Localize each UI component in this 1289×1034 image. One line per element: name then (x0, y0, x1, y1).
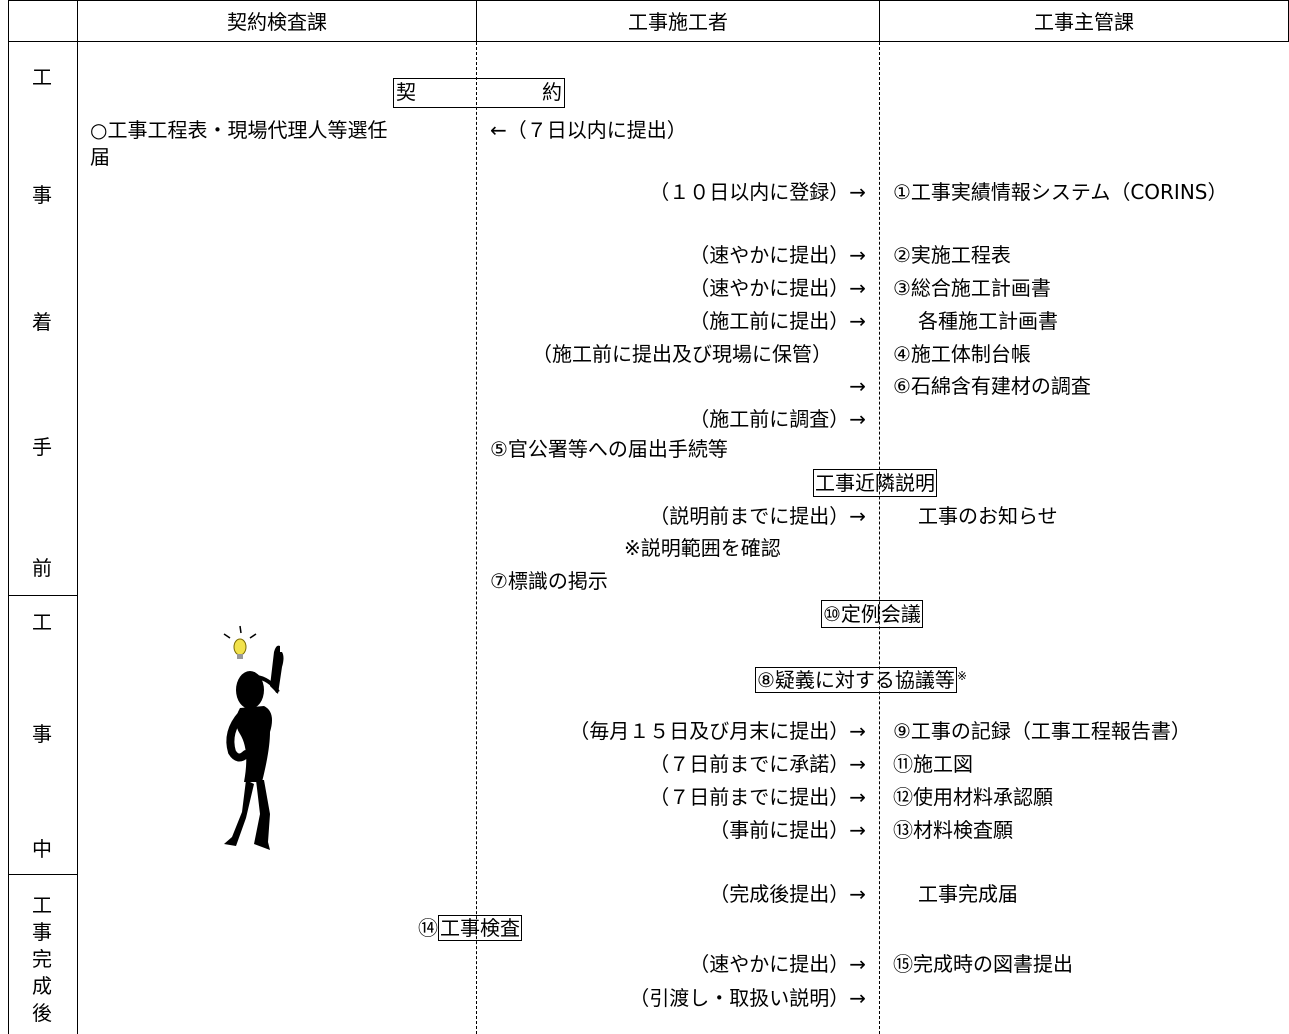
dashed-divider-department (879, 42, 880, 1034)
note-explanation-scope: ※説明範囲を確認 (624, 536, 781, 560)
item-completion-report: 工事完成届 (918, 882, 1018, 906)
phase-column-divider (77, 0, 78, 1034)
phase3-label: 工 事 完 成 後 (32, 893, 52, 1025)
phase-separator-2 (8, 874, 78, 875)
note-7days-approval: （７日前までに承諾）→ (649, 752, 866, 776)
phase-separator-1 (8, 595, 78, 596)
note-prompt-submit-2: （速やかに提出）→ (689, 276, 866, 300)
dashed-divider-contractor (476, 42, 477, 1034)
item-general-construction-plan: ③総合施工計画書 (893, 276, 1051, 300)
item-asbestos-survey: ⑥石綿含有建材の調査 (893, 374, 1091, 398)
phase1-char-3: 着 (32, 310, 52, 334)
item-material-approval: ⑫使用材料承認願 (893, 785, 1053, 809)
phase2-char-1: 工 (32, 610, 52, 634)
header-department: 工事主管課 (1034, 10, 1134, 34)
note-submit-and-keep: （施工前に提出及び現場に保管） (532, 342, 832, 366)
note-prompt-submit-3: （速やかに提出）→ (689, 952, 866, 976)
phase2-char-3: 中 (32, 837, 52, 861)
inspection-number: ⑭ (418, 916, 438, 940)
note-before-construction: （施工前に提出）→ (689, 309, 866, 333)
idea-person-with-lightbulb-icon (212, 622, 312, 852)
consultation-note-mark: ※ (956, 669, 967, 683)
item-corins: ①工事実績情報システム（CORINS） (893, 180, 1228, 204)
note-7days: ←（７日以内に提出） (490, 118, 687, 142)
phase1-char-1: 工 (32, 65, 52, 89)
item-various-plans: 各種施工計画書 (918, 309, 1058, 333)
header-divider-2 (879, 0, 880, 42)
header-bottom-border (8, 41, 1289, 42)
item-completion-documents: ⑮完成時の図書提出 (893, 952, 1073, 976)
top-border (8, 0, 1289, 1)
note-7days-submit: （７日前までに提出）→ (649, 785, 866, 809)
item-material-inspection: ⑬材料検査願 (893, 818, 1013, 842)
note-advance-submit: （事前に提出）→ (709, 818, 866, 842)
item-construction-drawings: ⑪施工図 (893, 752, 973, 776)
header-contractor: 工事施工者 (628, 10, 728, 34)
consultation-box: ⑧疑義に対する協議等 (755, 667, 957, 693)
schedule-submission-item-cont: 届 (90, 145, 110, 169)
arrow-asbestos: → (849, 374, 866, 398)
contract-char-2: 約 (542, 80, 562, 104)
item-construction-system-ledger: ④施工体制台帳 (893, 342, 1031, 366)
consultation-group: ⑧疑義に対する協議等※ (755, 667, 967, 693)
schedule-submission-item: ○工事工程表・現場代理人等選任 (90, 118, 388, 142)
phase1-char-4: 手 (32, 435, 52, 459)
left-border (8, 0, 9, 1034)
neighborhood-explanation-box: 工事近隣説明 (813, 469, 937, 497)
phase1-char-2: 事 (32, 183, 52, 207)
note-monthly-submit: （毎月１５日及び月末に提出）→ (569, 719, 866, 743)
note-after-completion: （完成後提出）→ (709, 882, 866, 906)
note-before-explanation: （説明前までに提出）→ (649, 504, 866, 528)
item-government-notifications: ⑤官公署等への届出手続等 (490, 437, 728, 461)
phase1-char-5: 前 (32, 556, 52, 580)
regular-meeting-box: ⑩定例会議 (821, 600, 923, 628)
note-prompt-submit-1: （速やかに提出）→ (689, 243, 866, 267)
item-sign-display: ⑦標識の掲示 (490, 569, 608, 593)
note-handover-explanation: （引渡し・取扱い説明）→ (629, 986, 866, 1010)
note-10days-register: （１０日以内に登録）→ (649, 180, 866, 204)
item-implementation-schedule: ②実施工程表 (893, 243, 1011, 267)
item-construction-record: ⑨工事の記録（工事工程報告書） (893, 719, 1191, 743)
contract-box: 契 約 (393, 78, 565, 108)
contract-char-1: 契 (396, 80, 416, 104)
note-survey-before: （施工前に調査）→ (689, 407, 866, 431)
item-construction-notice: 工事のお知らせ (918, 504, 1058, 528)
header-divider-1 (476, 0, 477, 42)
inspection-box: 工事検査 (438, 915, 522, 941)
phase2-char-2: 事 (32, 722, 52, 746)
header-contract-inspection: 契約検査課 (227, 10, 327, 34)
